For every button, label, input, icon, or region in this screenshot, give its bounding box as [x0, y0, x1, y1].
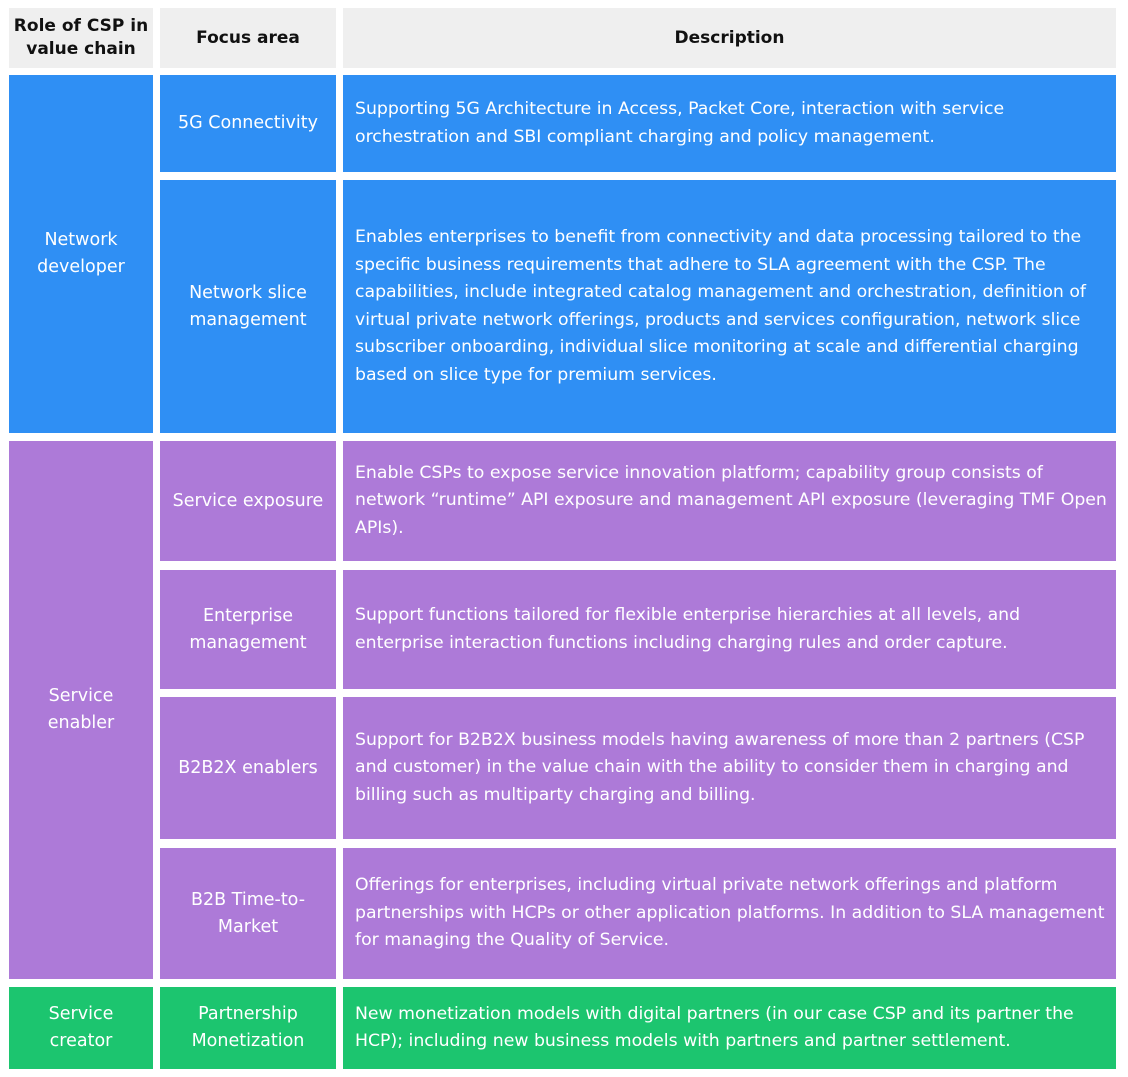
- role-cell-service-creator: Service creator: [9, 987, 153, 1069]
- focus-cell-partnership-monetization: Partnership Monetization: [160, 987, 336, 1069]
- focus-label: Service exposure: [172, 490, 324, 511]
- focus-cell-b2b-time-to-market: B2B Time-to-Market: [160, 848, 336, 979]
- header-focus-label: Focus area: [196, 27, 300, 48]
- role-cell-service-enabler: Service enabler: [9, 441, 153, 979]
- description-text: Support functions tailored for flexible …: [355, 605, 1021, 653]
- focus-label: Partnership Monetization: [191, 1004, 305, 1051]
- role-label: Service enabler: [47, 686, 115, 733]
- description-text: Offerings for enterprises, including vir…: [355, 875, 1105, 951]
- description-cell-b2b2x-enablers: Support for B2B2X business models having…: [343, 697, 1116, 839]
- focus-label: B2B2X enablers: [178, 757, 318, 778]
- focus-cell-service-exposure: Service exposure: [160, 441, 336, 561]
- description-cell-partnership-monetization: New monetization models with digital par…: [343, 987, 1116, 1069]
- focus-cell-network-slice-management: Network slice management: [160, 180, 336, 433]
- focus-label: Enterprise management: [189, 605, 307, 653]
- description-text: Support for B2B2X business models having…: [355, 729, 1085, 805]
- focus-label: B2B Time-to-Market: [190, 889, 306, 937]
- description-cell-5g-connectivity: Supporting 5G Architecture in Access, Pa…: [343, 75, 1116, 172]
- description-text: Supporting 5G Architecture in Access, Pa…: [355, 99, 1005, 147]
- description-cell-network-slice-management: Enables enterprises to benefit from conn…: [343, 180, 1116, 433]
- header-role-label: Role of CSP in value chain: [13, 16, 149, 59]
- description-text: Enables enterprises to benefit from conn…: [355, 227, 1087, 385]
- focus-label: Network slice management: [189, 282, 307, 330]
- focus-label: 5G Connectivity: [178, 113, 318, 133]
- focus-cell-5g-connectivity: 5G Connectivity: [160, 75, 336, 172]
- header-description-label: Description: [674, 27, 785, 48]
- focus-cell-enterprise-management: Enterprise management: [160, 570, 336, 689]
- header-description: Description: [343, 8, 1116, 68]
- header-focus: Focus area: [160, 8, 336, 68]
- role-label: Network developer: [37, 230, 125, 277]
- role-label: Service creator: [48, 1004, 114, 1051]
- focus-cell-b2b2x-enablers: B2B2X enablers: [160, 697, 336, 839]
- header-role: Role of CSP in value chain: [9, 8, 153, 68]
- description-text: New monetization models with digital par…: [355, 1003, 1074, 1052]
- description-text: Enable CSPs to expose service innovation…: [355, 462, 1107, 538]
- role-cell-network-developer: Network developer: [9, 75, 153, 433]
- description-cell-enterprise-management: Support functions tailored for flexible …: [343, 570, 1116, 689]
- description-cell-b2b-time-to-market: Offerings for enterprises, including vir…: [343, 848, 1116, 979]
- description-cell-service-exposure: Enable CSPs to expose service innovation…: [343, 441, 1116, 561]
